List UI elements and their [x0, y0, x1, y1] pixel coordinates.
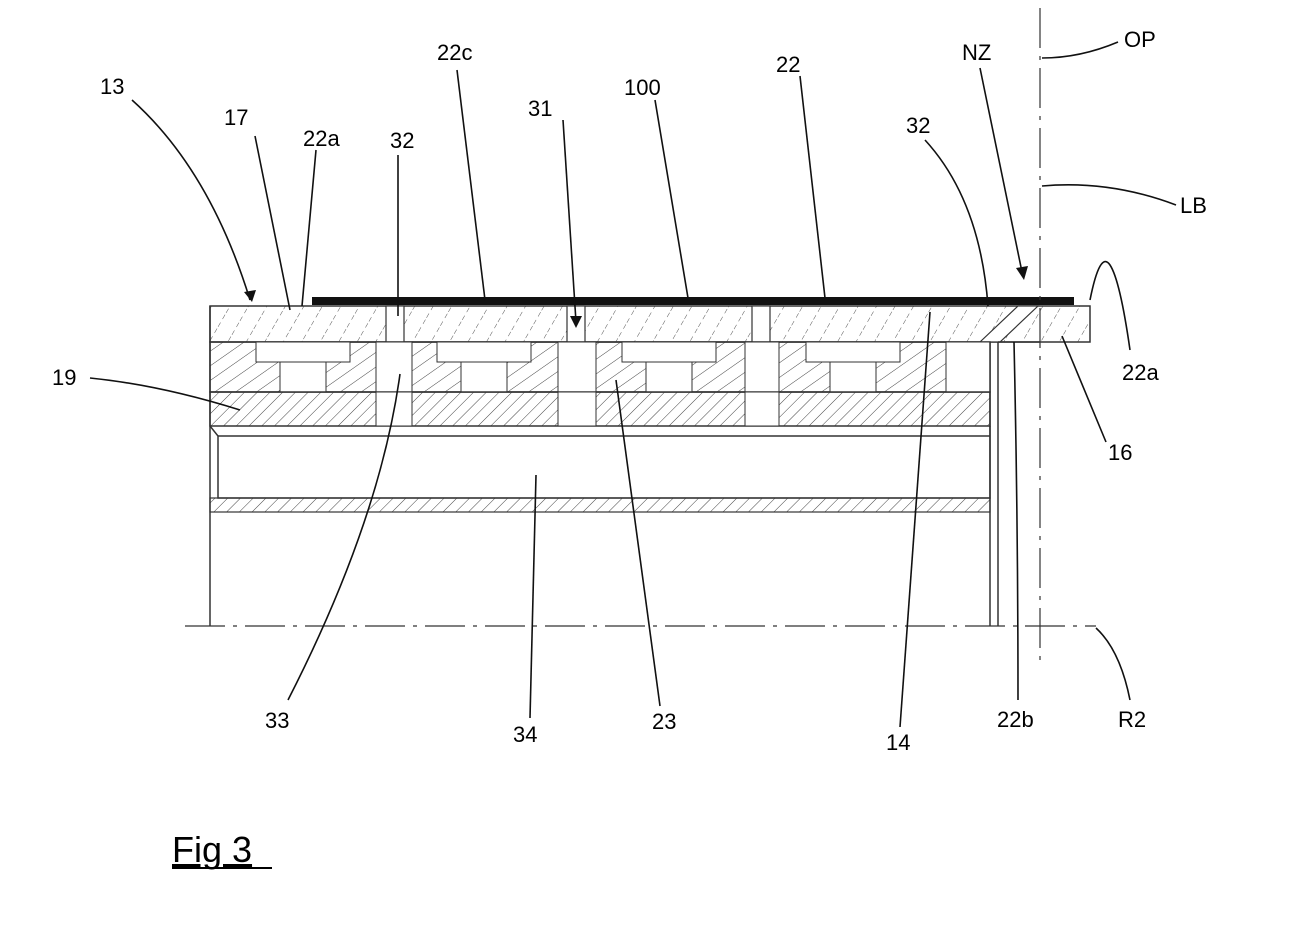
- label-17: 17: [224, 105, 248, 130]
- label-22a-left: 22a: [303, 126, 340, 151]
- label-23: 23: [652, 709, 676, 734]
- top-plate: [210, 306, 1090, 342]
- label-lb: LB: [1180, 193, 1207, 218]
- labels: 13 17 22a 32 22c 31 100 22 32 NZ OP LB 2…: [52, 27, 1207, 870]
- label-19: 19: [52, 365, 76, 390]
- label-33: 33: [265, 708, 289, 733]
- label-34: 34: [513, 722, 537, 747]
- label-32-left: 32: [390, 128, 414, 153]
- label-22: 22: [776, 52, 800, 77]
- middle-layer: [210, 342, 990, 392]
- label-22b: 22b: [997, 707, 1034, 732]
- chamber-34: [210, 426, 990, 512]
- layer-19: [210, 392, 990, 426]
- figure-caption: Fig 3: [172, 829, 252, 870]
- label-16: 16: [1108, 440, 1132, 465]
- label-31: 31: [528, 96, 552, 121]
- label-op: OP: [1124, 27, 1156, 52]
- label-32-right: 32: [906, 113, 930, 138]
- label-22a-right: 22a: [1122, 360, 1159, 385]
- label-r2: R2: [1118, 707, 1146, 732]
- label-13: 13: [100, 74, 124, 99]
- foil-100: [312, 297, 1074, 305]
- label-100: 100: [624, 75, 661, 100]
- label-14: 14: [886, 730, 910, 755]
- label-22c: 22c: [437, 40, 472, 65]
- label-nz: NZ: [962, 40, 991, 65]
